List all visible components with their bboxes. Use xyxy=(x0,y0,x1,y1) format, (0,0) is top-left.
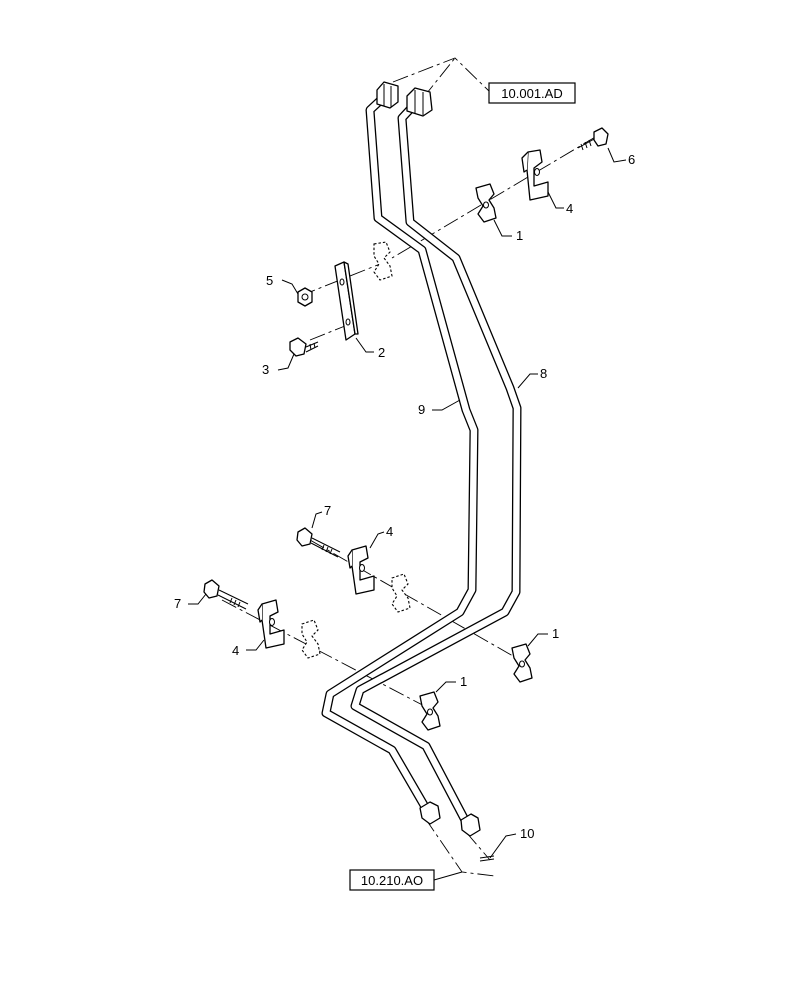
clamp-bracket-4-lower xyxy=(257,599,285,649)
callout-5: 5 xyxy=(266,273,273,288)
reference-bottom-text: 10.210.AO xyxy=(361,873,423,888)
callouts: 6 4 1 5 2 3 9 8 7 4 7 4 1 1 10 xyxy=(174,152,635,841)
callout-2: 2 xyxy=(378,345,385,360)
clamp-half-hidden-middle xyxy=(391,573,411,613)
callout-8: 8 xyxy=(540,366,547,381)
reference-top-text: 10.001.AD xyxy=(501,86,562,101)
o-ring-10 xyxy=(479,855,495,862)
fitting-bottom-9 xyxy=(419,801,441,825)
callout-3: 3 xyxy=(262,362,269,377)
callout-4-upper: 4 xyxy=(566,201,573,216)
clamp-half-1-lower xyxy=(419,691,441,731)
clamp-half-1-right xyxy=(511,643,533,683)
fitting-top-8 xyxy=(406,87,433,117)
leader-lines xyxy=(188,147,627,859)
reference-top: 10.001.AD xyxy=(488,82,576,104)
bolt-6 xyxy=(577,127,609,151)
callout-6: 6 xyxy=(628,152,635,167)
callout-1-upper: 1 xyxy=(516,228,523,243)
callout-4-lower: 4 xyxy=(232,643,239,658)
bolt-3 xyxy=(289,337,319,357)
fitting-bottom-8 xyxy=(460,813,481,837)
callout-7-upper: 7 xyxy=(324,503,331,518)
plate-2 xyxy=(334,261,359,341)
bolt-7-lower xyxy=(203,579,249,610)
callout-1-right: 1 xyxy=(552,626,559,641)
clamp-half-hidden-lower xyxy=(301,619,321,659)
clamp-bracket-4-middle xyxy=(347,545,375,595)
tube-8 xyxy=(350,99,522,827)
reference-bottom: 10.210.AO xyxy=(349,869,463,891)
tube-9 xyxy=(321,92,479,817)
fitting-top-9 xyxy=(376,81,399,109)
clamp-half-1-upper xyxy=(475,183,497,223)
callout-10: 10 xyxy=(520,826,534,841)
nut-5 xyxy=(297,287,313,307)
callout-4-middle: 4 xyxy=(386,524,393,539)
callout-1-lower: 1 xyxy=(460,674,467,689)
callout-7-lower: 7 xyxy=(174,596,181,611)
bolt-7-upper xyxy=(296,527,341,558)
callout-9: 9 xyxy=(418,402,425,417)
clamp-half-hidden-upper xyxy=(373,241,393,281)
clamp-bracket-4-upper xyxy=(521,149,549,201)
